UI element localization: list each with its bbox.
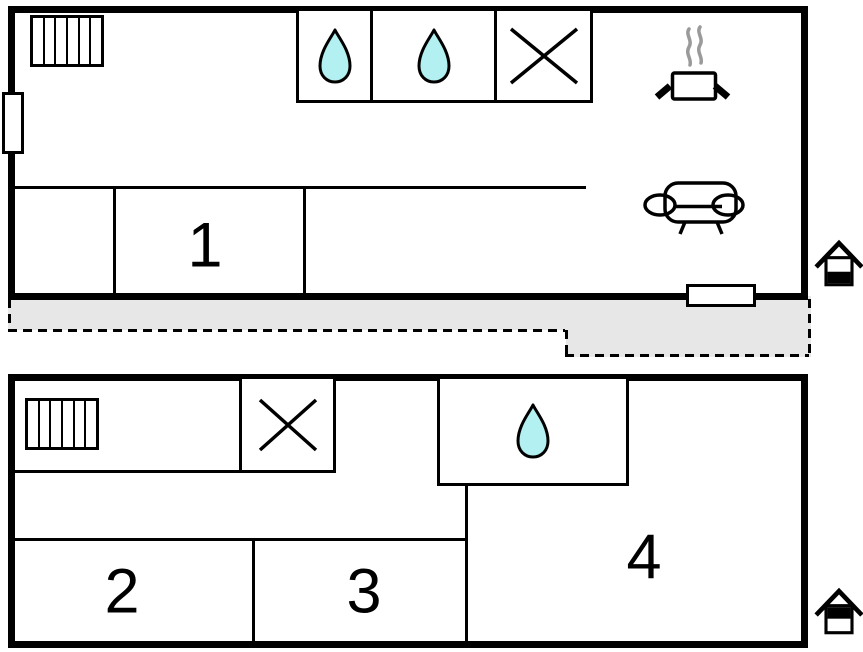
- radiator-slat: [45, 18, 57, 64]
- radiator-icon: [25, 398, 99, 450]
- radiator-slat: [63, 401, 75, 447]
- crossed-box: [494, 8, 593, 103]
- room-label-3: 3: [346, 556, 382, 627]
- radiator-slat: [91, 18, 101, 64]
- radiator-slat: [75, 401, 87, 447]
- water-drop-icon: [516, 403, 550, 459]
- radiator-slat: [68, 18, 80, 64]
- house-level-ground-icon: [814, 239, 863, 292]
- interior-wall: [113, 188, 116, 300]
- radiator-slat: [28, 401, 40, 447]
- terrace-fill: [8, 296, 811, 357]
- radiator-slat: [40, 401, 52, 447]
- room-label-4: 4: [626, 522, 662, 593]
- radiator-slat: [80, 18, 92, 64]
- water-drop-icon: [417, 28, 450, 83]
- interior-wall: [8, 470, 242, 473]
- radiator-icon: [30, 15, 104, 67]
- water-drop-icon: [318, 28, 351, 83]
- crossed-box-icon: [509, 27, 578, 84]
- radiator-slat: [51, 401, 64, 447]
- interior-wall: [252, 538, 255, 648]
- shower-box: [437, 376, 629, 486]
- radiator-slat: [56, 18, 69, 64]
- room-label-1: 1: [187, 210, 223, 281]
- radiator-slat: [33, 18, 45, 64]
- room-label-2: 2: [104, 556, 140, 627]
- radiator-slat: [86, 401, 96, 447]
- house-level-upper-icon: [814, 587, 863, 640]
- upper-floor-outer-wall: [8, 374, 808, 648]
- interior-wall: [303, 188, 306, 300]
- shower-box: [296, 8, 373, 103]
- interior-wall: [8, 538, 468, 541]
- door-opening-icon: [686, 284, 756, 307]
- shower-box: [370, 8, 497, 103]
- crossed-box: [239, 376, 336, 473]
- cooking-pot-icon: [645, 20, 740, 102]
- crossed-box-icon: [258, 398, 317, 451]
- interior-wall: [465, 486, 468, 648]
- window-icon: [2, 92, 24, 154]
- terrace-dashed-border: [8, 299, 811, 357]
- interior-wall: [8, 186, 586, 189]
- sofa-icon: [638, 178, 745, 238]
